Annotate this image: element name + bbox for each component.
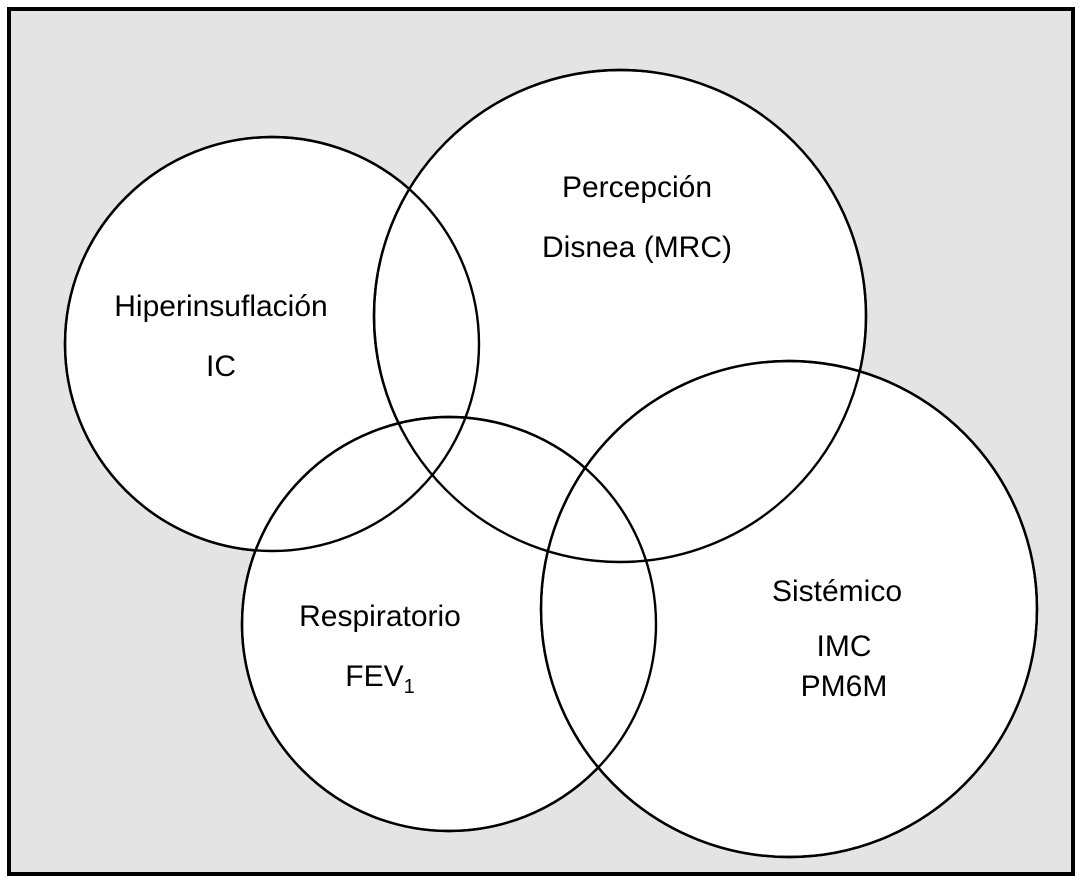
label-sistemico-item-imc: IMC xyxy=(817,630,872,663)
outline-respiratorio xyxy=(240,415,658,833)
label-hiperinsuflacion-title: Hiperinsuflación xyxy=(114,290,327,323)
label-sistemico-item-pm6m: PM6M xyxy=(801,670,888,703)
venn-diagram-canvas: Hiperinsuflación IC Percepción Disnea (M… xyxy=(63,68,1039,859)
venn-diagram-frame: Hiperinsuflación IC Percepción Disnea (M… xyxy=(7,7,1075,876)
label-sistemico-title: Sistémico xyxy=(772,575,902,608)
label-respiratorio-fev-text: FEV xyxy=(345,660,403,693)
venn-outline-group xyxy=(63,68,1039,859)
venn-circle-group xyxy=(63,68,1039,859)
venn-labels-group: Hiperinsuflación IC Percepción Disnea (M… xyxy=(114,171,902,703)
outline-sistemico xyxy=(539,359,1039,859)
circle-sistemico[interactable] xyxy=(539,359,1039,859)
outline-hiperinsuflacion xyxy=(63,135,481,553)
label-hiperinsuflacion-item-ic: IC xyxy=(206,350,236,383)
label-percepcion-item-disnea: Disnea (MRC) xyxy=(542,231,732,264)
label-respiratorio-fev-subscript: 1 xyxy=(404,676,415,698)
label-respiratorio-item-fev1: FEV1 xyxy=(345,660,414,698)
label-percepcion-title: Percepción xyxy=(562,171,712,204)
outline-percepcion xyxy=(372,68,868,564)
label-respiratorio-title: Respiratorio xyxy=(299,600,461,633)
